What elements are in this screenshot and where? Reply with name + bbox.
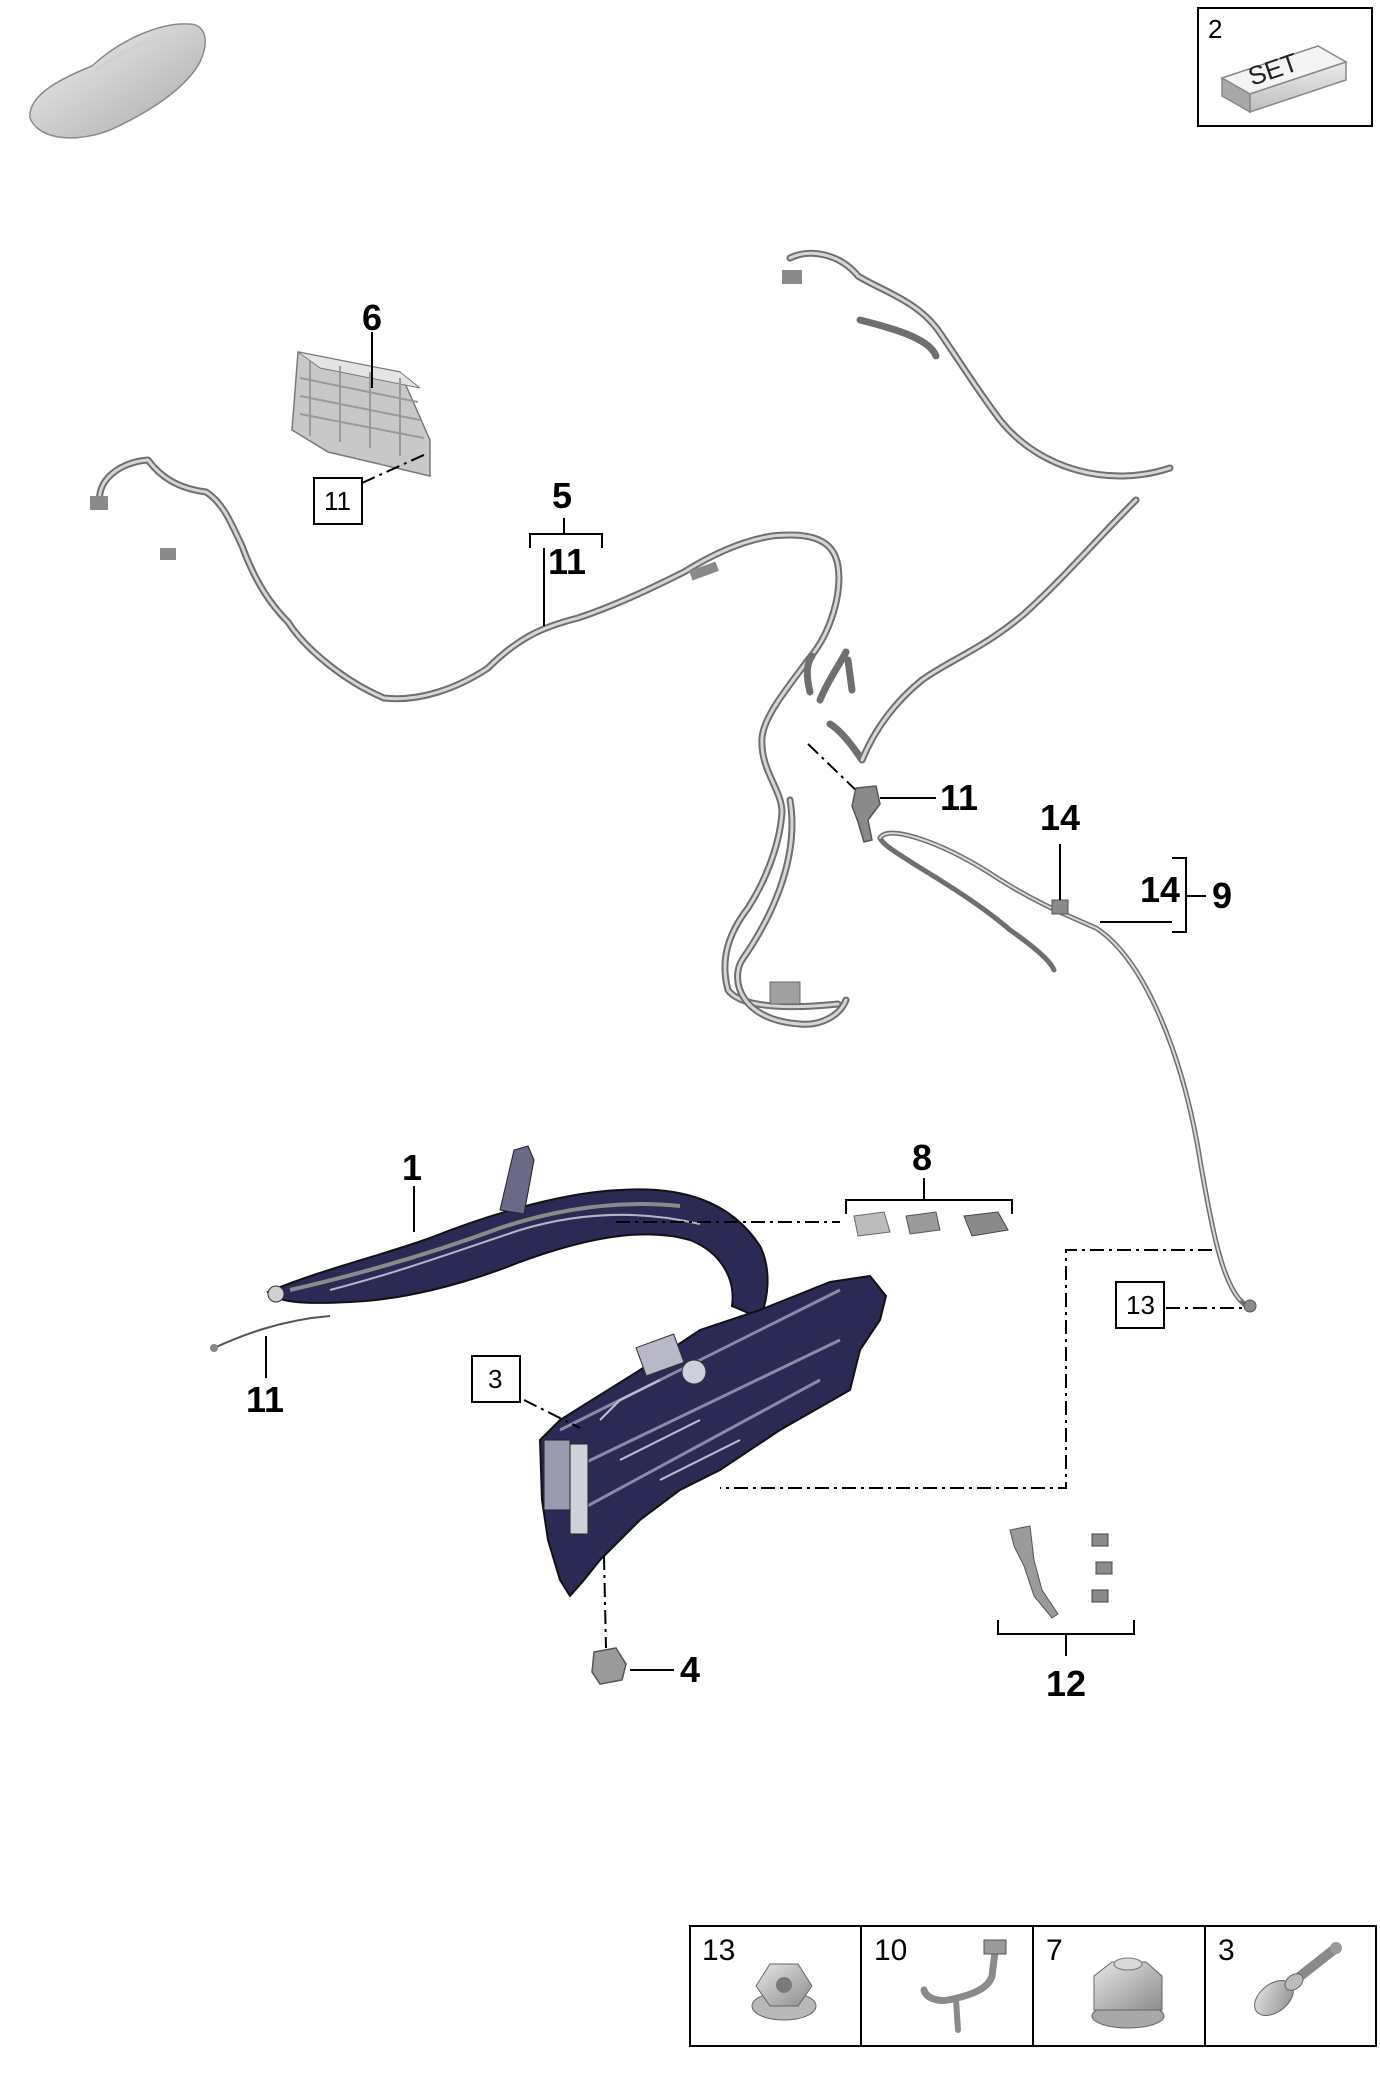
svg-text:3: 3 xyxy=(1218,1934,1235,1967)
cap-kit-8[interactable] xyxy=(853,1211,1009,1237)
harness-bracket xyxy=(529,518,603,548)
callout-12: 12 xyxy=(1046,1663,1086,1704)
frame-1[interactable] xyxy=(210,1145,888,1598)
wiring-harness-5[interactable] xyxy=(90,249,1174,1028)
parts-table-cell-13[interactable]: 13 xyxy=(702,1934,817,2021)
callout-1: 1 xyxy=(402,1147,422,1188)
connector-11-mid[interactable] xyxy=(851,785,881,843)
parts-table: 13 10 7 3 xyxy=(689,1925,1377,2047)
callout-8: 8 xyxy=(912,1137,932,1178)
callout-5: 5 xyxy=(552,475,572,516)
callout-9: 9 xyxy=(1212,875,1232,916)
svg-text:13: 13 xyxy=(1126,1290,1155,1320)
svg-text:7: 7 xyxy=(1046,1934,1063,1967)
clip-kit-12[interactable] xyxy=(1009,1525,1113,1619)
set-package-icon xyxy=(1220,45,1348,114)
callout-14-clip: 14 xyxy=(1040,797,1080,838)
cable-clip-14[interactable] xyxy=(1051,899,1069,915)
control-unit-nut-dashline xyxy=(361,453,427,484)
callout-9-sub-14: 14 xyxy=(1140,869,1180,910)
callout-5-sub-11: 11 xyxy=(548,541,586,582)
parts-table-cell-10[interactable]: 10 xyxy=(874,1934,1007,2033)
svg-text:13: 13 xyxy=(702,1934,735,1967)
boxed-ref-13-cable[interactable]: 13 xyxy=(1115,1281,1165,1329)
bracket-dashline xyxy=(603,1555,607,1649)
callout-11-frame: 11 xyxy=(246,1379,284,1420)
frame-screw-dashline xyxy=(523,1399,581,1429)
parts-table-cell-3[interactable]: 3 xyxy=(1218,1934,1342,2023)
parts-table-cell-7[interactable]: 7 xyxy=(1046,1934,1165,2029)
boxed-ref-3-frame[interactable]: 3 xyxy=(471,1355,521,1403)
cable-group-bracket xyxy=(1172,857,1206,933)
connector-mid-dashline xyxy=(807,743,863,797)
callout-6: 6 xyxy=(362,297,382,338)
set-box[interactable]: 2 SET xyxy=(1197,7,1373,127)
boxed-ref-11-control-unit[interactable]: 11 xyxy=(313,477,363,525)
svg-text:11: 11 xyxy=(324,486,351,516)
cap-nut-icon xyxy=(1091,1957,1165,2029)
bracket-4[interactable] xyxy=(591,1647,627,1685)
control-unit-6[interactable] xyxy=(291,351,431,477)
screw-icon xyxy=(1254,1942,1342,2016)
cable-tie-icon xyxy=(920,1939,1007,2033)
cable-to-frame-dashline xyxy=(720,1249,1212,1489)
clip-kit-bracket xyxy=(997,1620,1135,1656)
flange-nut-icon xyxy=(751,1963,817,2021)
set-box-number: 2 xyxy=(1208,14,1222,44)
cable-9[interactable] xyxy=(877,830,1257,1313)
car-thumbnail-icon xyxy=(29,23,206,139)
cap-kit-bracket xyxy=(845,1178,1013,1214)
svg-text:10: 10 xyxy=(874,1934,907,1967)
callout-11-mid: 11 xyxy=(940,777,978,818)
svg-text:3: 3 xyxy=(488,1364,502,1394)
callout-4: 4 xyxy=(680,1649,700,1690)
